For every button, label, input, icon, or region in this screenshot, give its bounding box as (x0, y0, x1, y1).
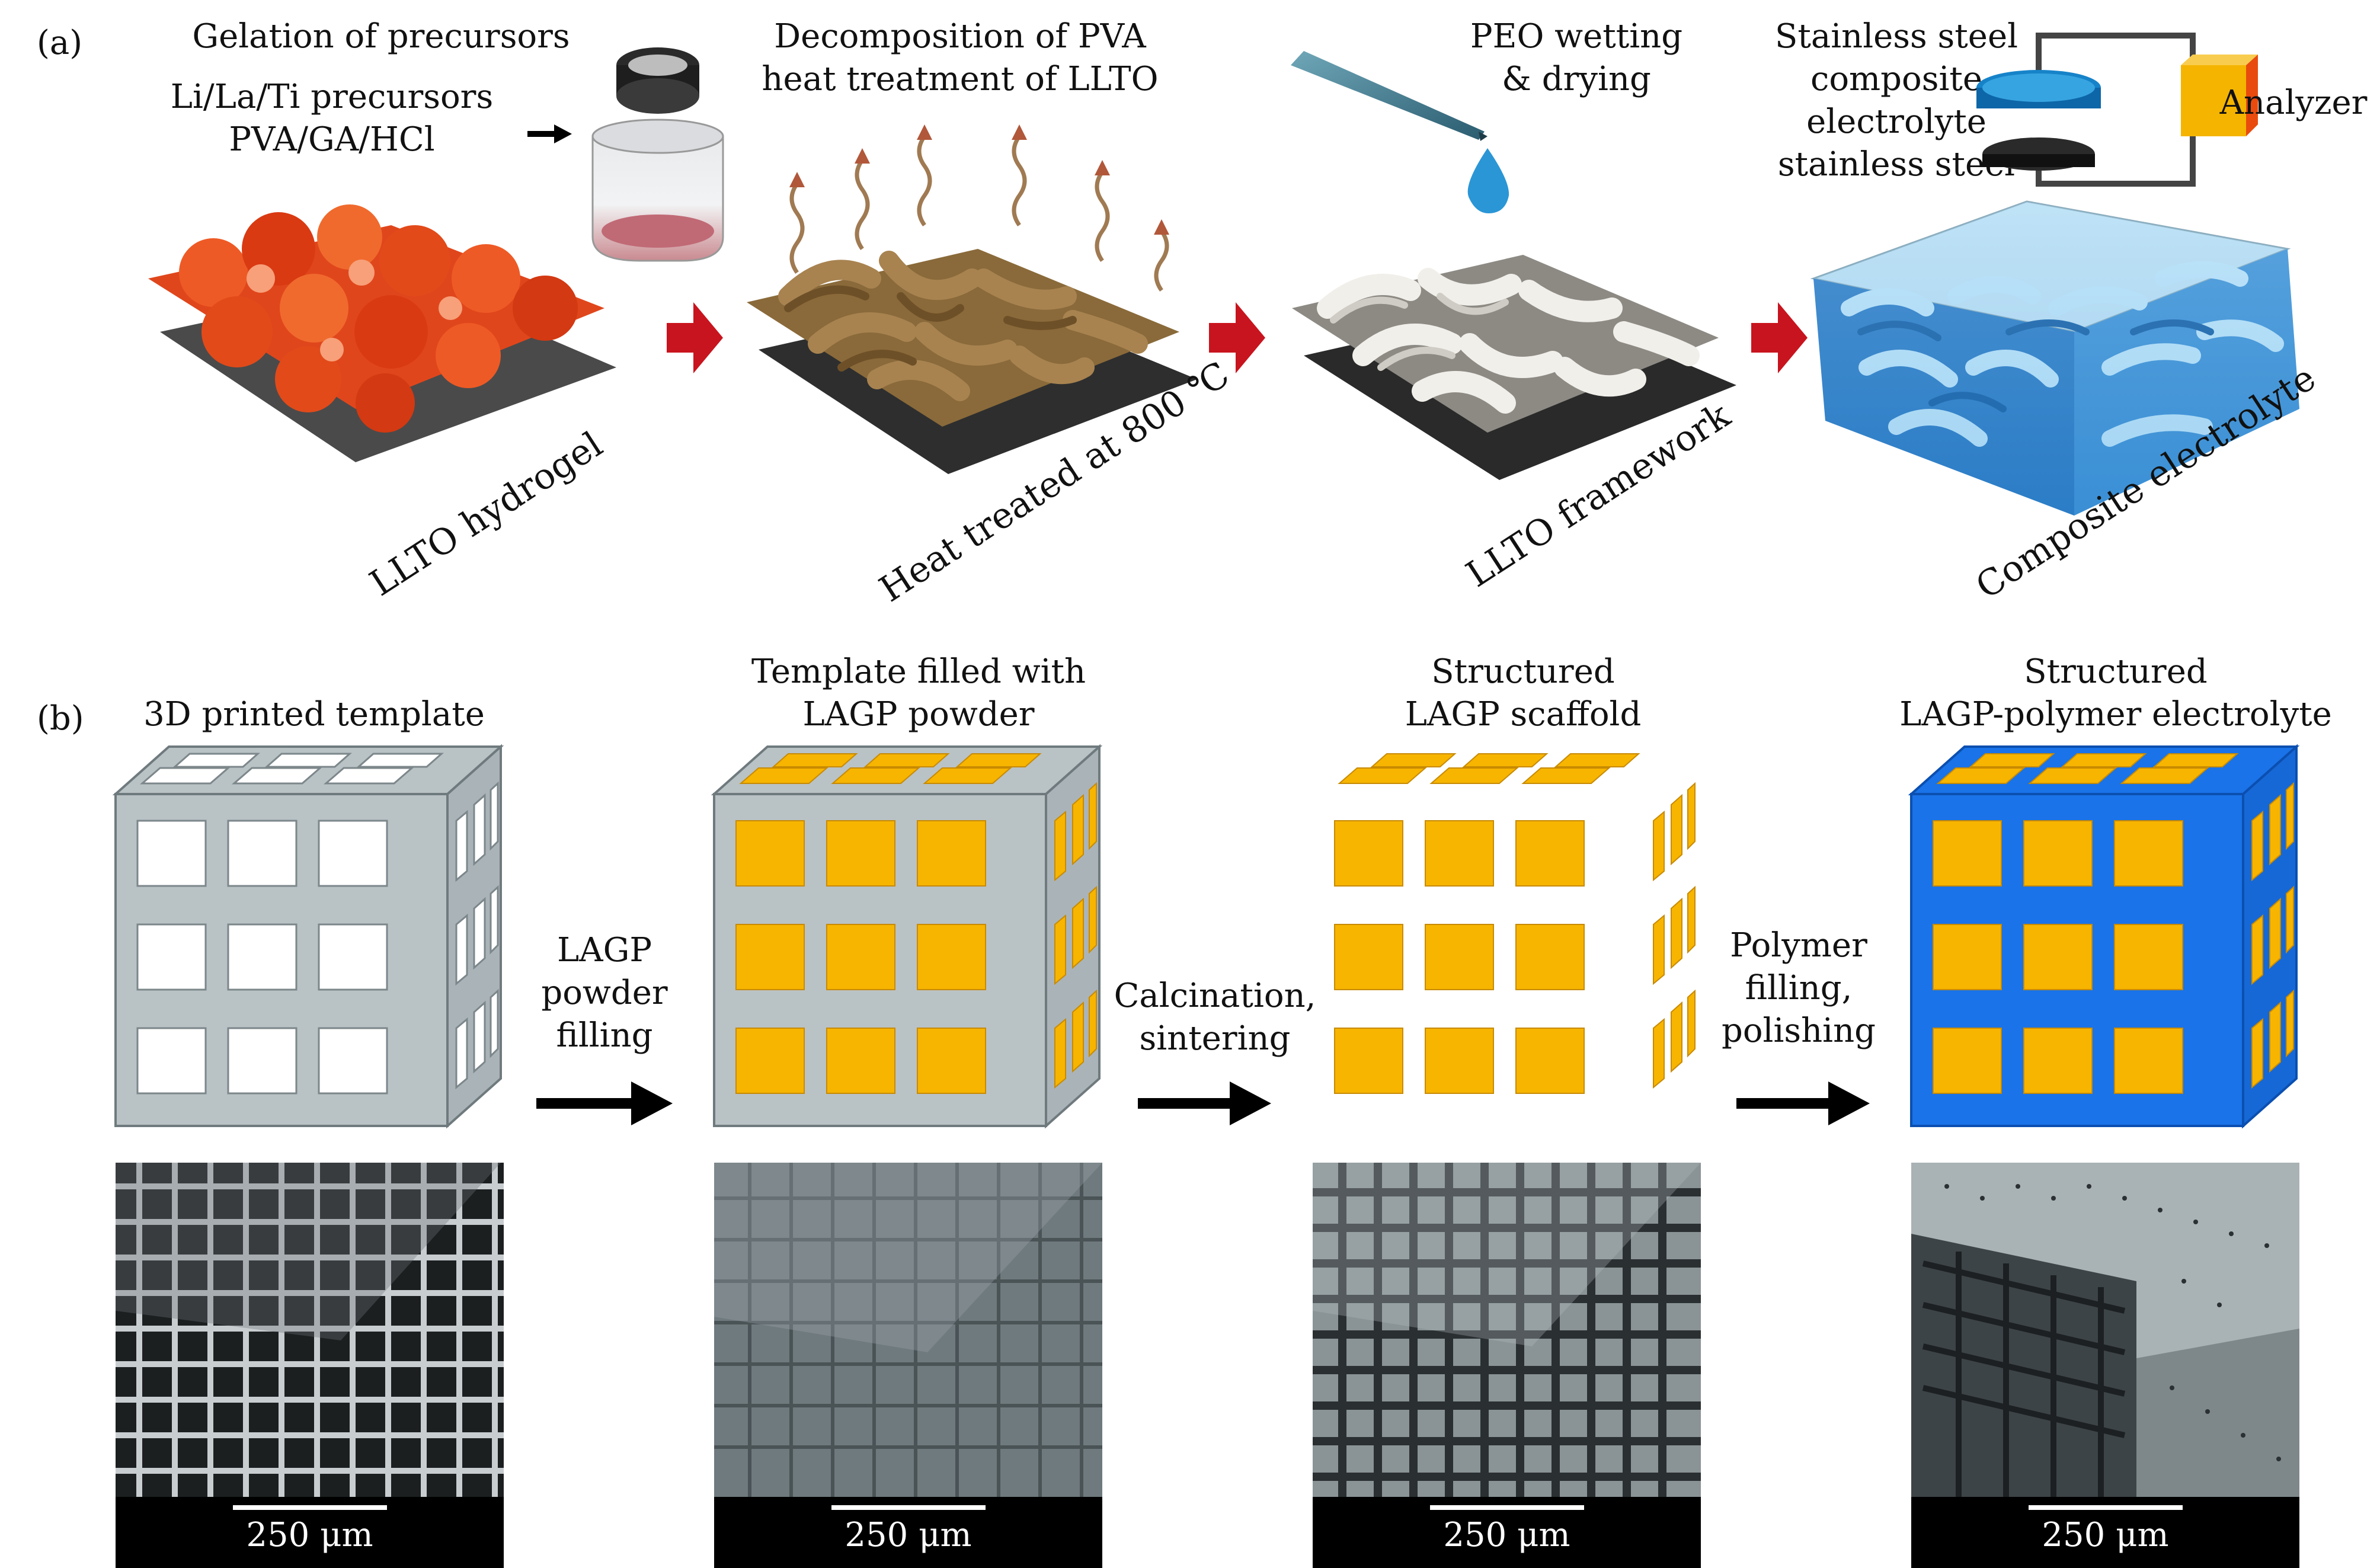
llto-hydrogel-block (148, 204, 616, 462)
analyzer-setup-icon (1976, 33, 2258, 187)
b-title-2-line2: LAGP powder (802, 695, 1035, 734)
b-title-3-line1: Structured (1431, 652, 1615, 691)
panel-a-letter: (a) (37, 24, 83, 62)
sem-image-scaffold: 250 μm (1313, 1163, 1701, 1568)
gas-release-icons (789, 135, 1169, 292)
template-cube (112, 744, 504, 1129)
step1-title: Gelation of precursors (192, 17, 570, 56)
scale-bar-1: 250 μm (116, 1497, 504, 1568)
arrow1-line2: powder (541, 974, 668, 1012)
step4-line2: composite (1810, 60, 1983, 98)
scale-label-2: 250 μm (844, 1516, 972, 1554)
arrow3-line3: polishing (1721, 1012, 1876, 1050)
heat-treated-block (747, 249, 1197, 474)
step3-line2: & drying (1502, 60, 1651, 98)
panel-a-graphics (148, 33, 2299, 516)
process-arrow-2 (1138, 1081, 1271, 1125)
pipette-icon (1291, 51, 1488, 141)
llto-framework-block (1292, 255, 1736, 480)
arrow3-line1: Polymer (1730, 926, 1867, 965)
sem-image-polymer: 250 μm (1911, 1163, 2299, 1568)
step1-line1: Li/La/Ti precursors (170, 78, 494, 116)
arrow2-line2: sintering (1139, 1019, 1291, 1058)
arrow3-line2: filling, (1745, 969, 1853, 1007)
b-title-2-line1: Template filled with (751, 652, 1086, 691)
sem-image-template: 250 μm (116, 1163, 504, 1568)
scale-label-3: 250 μm (1443, 1516, 1570, 1554)
arrow1-line1: LAGP (556, 931, 652, 969)
droplet-icon (1467, 148, 1509, 213)
lagp-polymer-cube (1908, 744, 2300, 1129)
red-arrow-2 (1209, 302, 1265, 373)
lagp-scaffold-cube (1334, 753, 1696, 1094)
scale-bar-2: 250 μm (714, 1497, 1102, 1568)
step2-line2: heat treatment of LLTO (762, 60, 1159, 98)
step1-line2: PVA/GA/HCl (229, 120, 435, 159)
scale-label-4: 250 μm (2042, 1516, 2169, 1554)
panel-b-letter: (b) (37, 699, 84, 738)
step4-line3: electrolyte (1806, 103, 1986, 141)
step4-line1: Stainless steel (1775, 17, 2018, 56)
b-title-4-line1: Structured (2024, 652, 2208, 691)
filled-template-cube (711, 744, 1103, 1129)
gas-arrowheads (789, 124, 1169, 235)
process-arrow-1 (536, 1081, 673, 1125)
arrow1-line3: filling (556, 1016, 653, 1055)
red-arrow-3 (1751, 302, 1808, 373)
process-arrow-3 (1736, 1081, 1870, 1125)
scale-bar-3: 250 μm (1313, 1497, 1701, 1568)
step2-line1: Decomposition of PVA (774, 17, 1146, 56)
vial-icon (591, 47, 724, 262)
analyzer-label: Analyzer (2219, 84, 2368, 122)
composite-electrolyte-block (1810, 200, 2299, 516)
scale-bar-4: 250 μm (1911, 1497, 2299, 1568)
b-title-1: 3D printed template (143, 695, 485, 734)
sem-image-filled: 250 μm (714, 1163, 1102, 1568)
arrow2-line1: Calcination, (1114, 977, 1316, 1015)
step4-line4: stainless steel (1777, 145, 2016, 184)
small-black-arrow (527, 124, 572, 143)
b-title-4-line2: LAGP-polymer electrolyte (1899, 695, 2332, 734)
scale-label-1: 250 μm (246, 1516, 373, 1554)
red-arrow-1 (667, 302, 723, 373)
step3-line1: PEO wetting (1470, 17, 1683, 56)
b-title-3-line2: LAGP scaffold (1405, 695, 1642, 734)
